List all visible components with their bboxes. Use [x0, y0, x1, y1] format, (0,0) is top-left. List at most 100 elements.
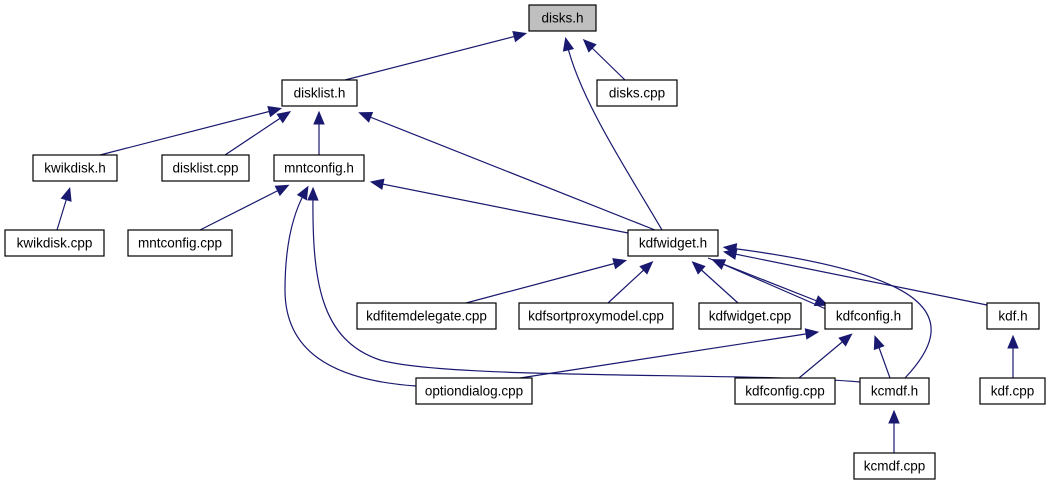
node-label: disks.cpp [609, 86, 665, 101]
edge-kcmdf-cpp-to-kcmdf-h [888, 409, 900, 453]
arrowhead-icon [813, 295, 829, 306]
arrowhead-icon [838, 333, 853, 347]
arrowhead-icon [804, 328, 820, 340]
edge-kdfwidget-h-to-mntconfig-h [369, 178, 629, 234]
node-label: kdfwidget.h [639, 236, 707, 251]
edge-kdfsortproxymodel-cpp-to-kdfwidget-h [607, 261, 654, 304]
edge-kdfwidget-h-to-disklist-h [358, 112, 656, 231]
edge-kdfitemdelegate-cpp-to-kdfwidget-h [465, 258, 628, 304]
node-kcmdf-h[interactable]: kcmdf.h [859, 377, 930, 405]
edge-line [696, 265, 739, 304]
edge-kcmdf-h-to-mntconfig-h [307, 186, 861, 383]
node-label: optiondialog.cpp [425, 384, 523, 399]
edge-disklist-h-to-disks-h [344, 31, 528, 81]
edge-line [729, 252, 988, 306]
arrowhead-icon [873, 335, 885, 351]
edge-line [312, 193, 861, 383]
edge-line [344, 34, 521, 81]
arrowhead-icon [307, 186, 319, 201]
node-label: mntconfig.cpp [138, 236, 222, 251]
node-label: mntconfig.h [284, 161, 354, 176]
arrowhead-icon [313, 110, 325, 125]
node-disklist-cpp[interactable]: disklist.cpp [161, 154, 250, 182]
edge-kwikdisk-h-to-disklist-h [99, 106, 283, 156]
edge-line [284, 191, 417, 387]
edge-kwikdisk-cpp-to-kwikdisk-h [56, 187, 72, 231]
edge-kdf-cpp-to-kdf-h [1007, 334, 1019, 378]
edge-line [199, 187, 284, 231]
edge-mntconfig-cpp-to-mntconfig-h [199, 184, 290, 231]
arrowhead-icon [358, 112, 374, 123]
node-label: kdf.cpp [991, 384, 1035, 399]
edge-kdfwidget-cpp-to-kdfwidget-h [691, 261, 739, 304]
node-kwikdisk-cpp[interactable]: kwikdisk.cpp [4, 229, 105, 257]
node-kdfsortproxymodel-cpp[interactable]: kdfsortproxymodel.cpp [518, 302, 674, 330]
edge-kcmdf-h-to-kdfconfig-h [873, 335, 891, 379]
node-label: kdfwidget.cpp [709, 309, 792, 324]
nodes-layer: disks.h disklist.h disks.cpp kwikdisk.h … [4, 4, 1046, 480]
edge-kcmdf-h-to-kdfwidget-h [722, 243, 932, 379]
arrowhead-icon [60, 187, 72, 202]
edge-line [607, 265, 649, 304]
edge-optiondialog-cpp-to-kdfconfig-h [519, 328, 820, 379]
edge-line [717, 261, 827, 310]
node-kdfwidget-h[interactable]: kdfwidget.h [627, 229, 719, 257]
edge-line [729, 247, 932, 379]
arrowhead-icon [276, 110, 292, 124]
arrowhead-icon [691, 261, 706, 275]
edge-optiondialog-cpp-to-mntconfig-h [284, 185, 417, 387]
edge-disks-cpp-to-disks-h [582, 38, 626, 81]
arrowhead-icon [369, 178, 385, 190]
node-mntconfig-cpp[interactable]: mntconfig.cpp [127, 229, 233, 257]
edge-line [519, 332, 813, 379]
node-label: kdfconfig.h [836, 309, 901, 324]
edge-line [566, 43, 663, 231]
arrowhead-icon [722, 243, 738, 255]
node-label: kdfitemdelegate.cpp [366, 309, 487, 324]
arrowhead-icon [612, 258, 628, 270]
arrowhead-icon [562, 36, 575, 52]
node-label: kcmdf.h [871, 384, 918, 399]
edge-line [587, 43, 626, 81]
node-kdf-h[interactable]: kdf.h [986, 302, 1040, 330]
edge-line [224, 114, 286, 156]
arrowhead-icon [1007, 334, 1019, 349]
arrowhead-icon [267, 106, 283, 118]
node-kdfconfig-cpp[interactable]: kdfconfig.cpp [734, 377, 836, 405]
arrowhead-icon [639, 261, 654, 275]
arrowhead-icon [888, 409, 900, 424]
arrowhead-icon [512, 31, 528, 43]
node-label: disklist.cpp [172, 161, 238, 176]
node-label: kcmdf.cpp [864, 459, 926, 474]
node-mntconfig-h[interactable]: mntconfig.h [273, 154, 365, 182]
node-kdfconfig-h[interactable]: kdfconfig.h [824, 302, 913, 330]
edge-disklist-cpp-to-disklist-h [224, 110, 292, 156]
node-kdfitemdelegate-cpp[interactable]: kdfitemdelegate.cpp [356, 302, 497, 330]
arrowhead-icon [296, 185, 309, 201]
edge-kdfconfig-cpp-to-kdfconfig-h [798, 333, 853, 379]
arrowhead-icon [274, 184, 290, 197]
node-label: disks.h [541, 11, 583, 26]
node-label: disklist.h [294, 86, 346, 101]
node-disklist-h[interactable]: disklist.h [281, 79, 358, 107]
arrowhead-icon [582, 38, 597, 53]
node-kcmdf-cpp[interactable]: kcmdf.cpp [853, 452, 936, 480]
node-kwikdisk-h[interactable]: kwikdisk.h [32, 154, 118, 182]
edge-line [798, 337, 848, 379]
edge-line [707, 257, 823, 304]
node-kdfwidget-cpp[interactable]: kdfwidget.cpp [698, 302, 802, 330]
edge-line [465, 261, 621, 304]
edge-kdf-h-to-kdfwidget-h [722, 248, 988, 306]
node-kdf-cpp[interactable]: kdf.cpp [979, 377, 1046, 405]
node-disks-h[interactable]: disks.h [528, 4, 597, 32]
edge-line [99, 109, 276, 156]
edge-mntconfig-h-to-disklist-h [313, 110, 325, 155]
edge-kdfwidget-h-to-disks-h [562, 36, 663, 231]
edge-line [376, 182, 629, 234]
node-label: kwikdisk.h [44, 161, 106, 176]
node-optiondialog-cpp[interactable]: optiondialog.cpp [415, 377, 533, 405]
edge-kdfwidget-h-to-kdfconfig-h [707, 257, 829, 306]
edge-line [364, 114, 656, 231]
node-disks-cpp[interactable]: disks.cpp [596, 79, 678, 107]
